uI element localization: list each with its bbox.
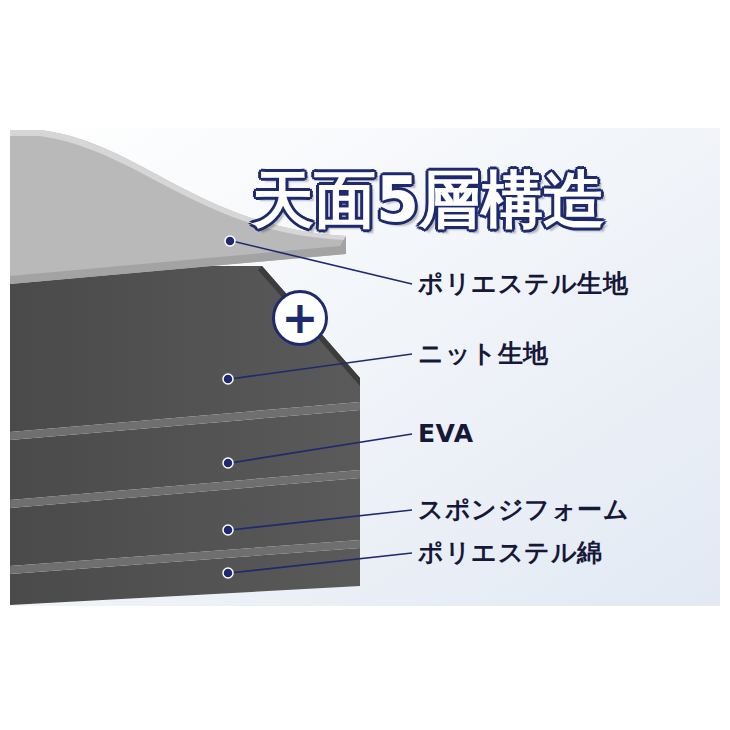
layer-label: スポンジフォーム xyxy=(418,495,629,525)
layer-label: ポリエステル綿 xyxy=(418,538,603,568)
layer-gap xyxy=(10,470,360,508)
layer-gap xyxy=(10,540,360,574)
leader-line xyxy=(230,510,412,530)
leader-line xyxy=(230,354,412,379)
leader-lines xyxy=(230,241,412,573)
leader-dot xyxy=(225,236,235,246)
leader-line xyxy=(230,553,412,573)
layer-label: EVA xyxy=(418,419,474,449)
leader-dots xyxy=(223,236,235,578)
layer-gap xyxy=(10,402,360,440)
layer-stack xyxy=(10,266,360,605)
plus-circle: + xyxy=(272,290,328,346)
plus-symbol: + xyxy=(282,296,319,340)
leader-dot xyxy=(223,525,233,535)
leader-dot xyxy=(223,374,233,384)
leader-dot xyxy=(223,458,233,468)
leader-line xyxy=(232,241,412,284)
layer-label: ポリエステル生地 xyxy=(418,269,628,299)
leader-dot xyxy=(223,568,233,578)
layer-label: ニット生地 xyxy=(418,339,549,369)
background-panel xyxy=(10,128,720,606)
sheet-edge xyxy=(10,236,346,284)
diagram-title: 天面5層構造 xyxy=(252,164,605,236)
leader-line xyxy=(230,434,412,463)
